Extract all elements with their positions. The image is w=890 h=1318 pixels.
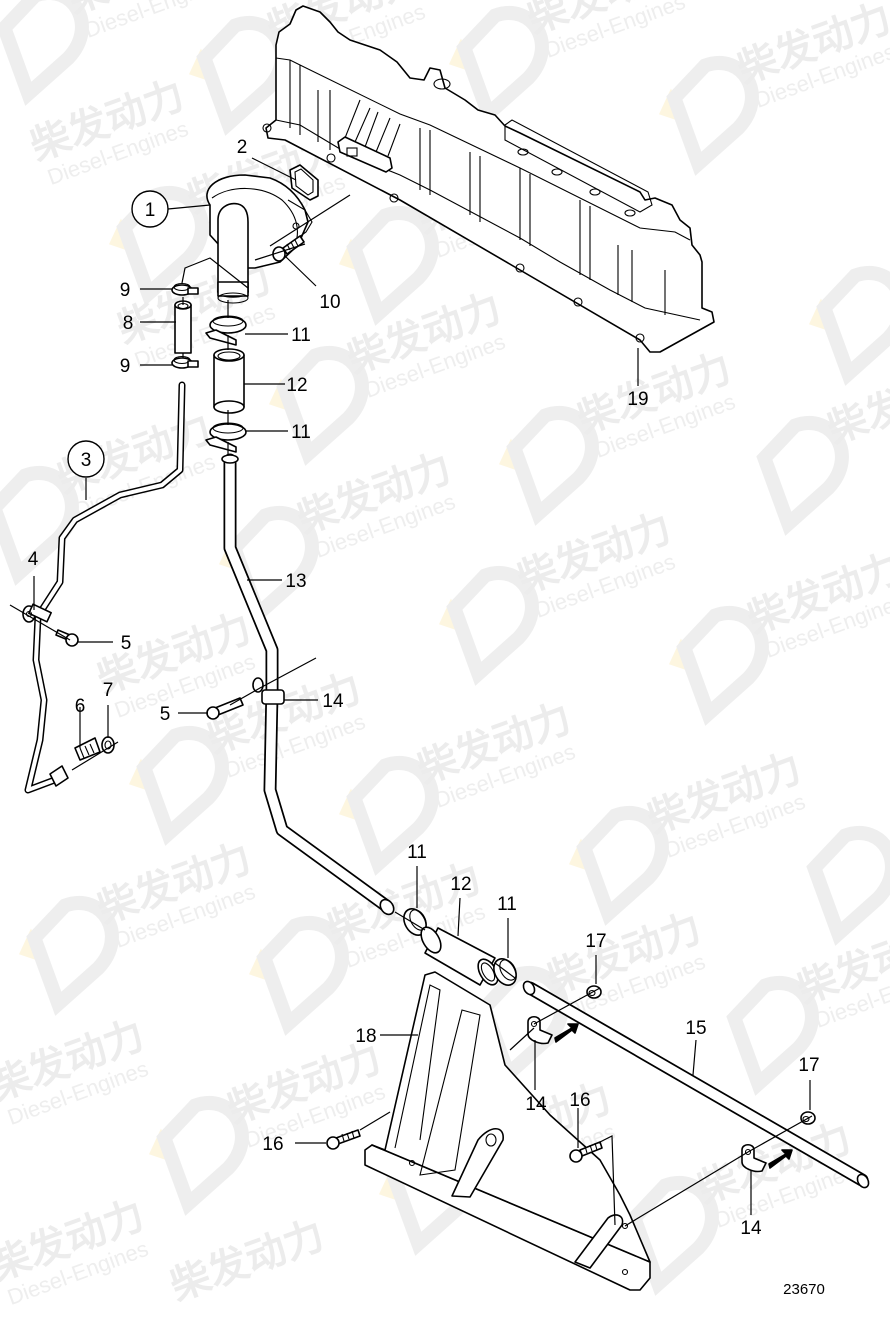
callout-3: 3 <box>67 440 105 478</box>
svg-text:1: 1 <box>145 200 156 221</box>
part-19-valve-cover <box>262 5 715 353</box>
callout-12b: 12 <box>450 874 471 895</box>
part-17-spacer-upper <box>586 985 602 999</box>
callout-1: 1 <box>131 190 169 228</box>
part-12-hose-lower <box>420 926 499 986</box>
callout-2: 2 <box>237 137 248 158</box>
part-3-tube-assembly <box>24 381 186 794</box>
callout-11a: 11 <box>291 325 311 346</box>
watermark: 柴发动力 Diesel-Engines <box>0 1192 152 1310</box>
callout-14b: 14 <box>525 1094 547 1115</box>
callout-19: 19 <box>627 389 648 410</box>
callout-11c: 11 <box>407 842 427 863</box>
watermark: 柴发动力 Diesel-Engines <box>658 0 890 176</box>
watermark: 柴发动力 <box>756 355 890 536</box>
watermark: 柴发动力 Diesel-Engines <box>568 745 809 926</box>
callout-16b: 16 <box>569 1090 590 1111</box>
figure-number: 23670 <box>783 1281 825 1298</box>
callout-16a: 16 <box>262 1134 283 1155</box>
watermark: 柴发动力 <box>164 1212 330 1310</box>
callout-14a: 14 <box>322 691 344 712</box>
callout-11b: 11 <box>291 422 311 443</box>
part-6-fitting <box>74 737 101 761</box>
watermark: 柴发动力 Diesel-Engines <box>438 505 679 686</box>
svg-text:3: 3 <box>81 450 92 471</box>
callout-7: 7 <box>103 680 114 701</box>
svg-text:柴发动力: 柴发动力 <box>164 1212 330 1310</box>
watermark: 柴发动力 Diesel-Engines <box>498 345 739 526</box>
callout-13: 13 <box>285 571 306 592</box>
part-16-bolt-right <box>569 1141 603 1163</box>
callout-10: 10 <box>319 292 340 313</box>
callout-labels: 1 2 3 4 5 5 6 7 8 9 9 10 11 12 11 13 14 … <box>28 137 820 1239</box>
part-5-bolt-left <box>55 629 79 647</box>
watermark: 柴发动力 Diesel-Engines <box>0 1012 152 1130</box>
callout-9a: 9 <box>120 280 131 301</box>
part-2-gasket <box>289 164 319 201</box>
callout-12a: 12 <box>286 375 307 396</box>
watermark: 柴发动力 Diesel-Engines <box>338 695 579 876</box>
callout-14c: 14 <box>740 1218 762 1239</box>
part-12-hose-upper <box>213 348 245 414</box>
part-16-bolt-left <box>326 1129 361 1150</box>
callout-15: 15 <box>685 1018 706 1039</box>
callout-5b: 5 <box>160 704 171 725</box>
watermark: 柴发动力 Diesel-Engines <box>148 1035 389 1216</box>
part-9-clamp-lower <box>171 355 199 369</box>
callout-leaders <box>33 157 811 1215</box>
callout-11d: 11 <box>497 894 517 915</box>
watermark <box>808 266 890 386</box>
part-15-tube <box>522 980 870 1189</box>
explosion-lines <box>9 194 813 1227</box>
callout-8: 8 <box>123 313 134 334</box>
part-18-bracket <box>364 971 651 1291</box>
watermark: 柴发动力 Diesel-Engines <box>24 72 191 190</box>
part-8-hose <box>174 300 192 354</box>
callout-17b: 17 <box>798 1055 819 1076</box>
callout-4: 4 <box>28 549 39 570</box>
callout-9b: 9 <box>120 356 131 377</box>
watermark <box>806 826 890 946</box>
watermark: 柴发动力 Diesel-Engines <box>626 1115 859 1296</box>
callout-18: 18 <box>355 1026 376 1047</box>
part-11-clamp-d <box>493 958 517 986</box>
watermark: 柴发动力 Diesel-Engines <box>18 835 259 1016</box>
callout-5a: 5 <box>121 633 132 654</box>
callout-6: 6 <box>75 696 86 717</box>
part-9-clamp-upper <box>171 282 199 296</box>
part-11-clamp-c <box>403 908 427 936</box>
part-1-oil-separator <box>206 174 313 304</box>
watermark: 柴发动力 Diesel-Engines <box>668 545 890 726</box>
part-14-clamp-hose <box>252 677 285 705</box>
watermark: 柴发动力 Diesel-Engines <box>448 0 689 126</box>
callout-17a: 17 <box>585 931 606 952</box>
